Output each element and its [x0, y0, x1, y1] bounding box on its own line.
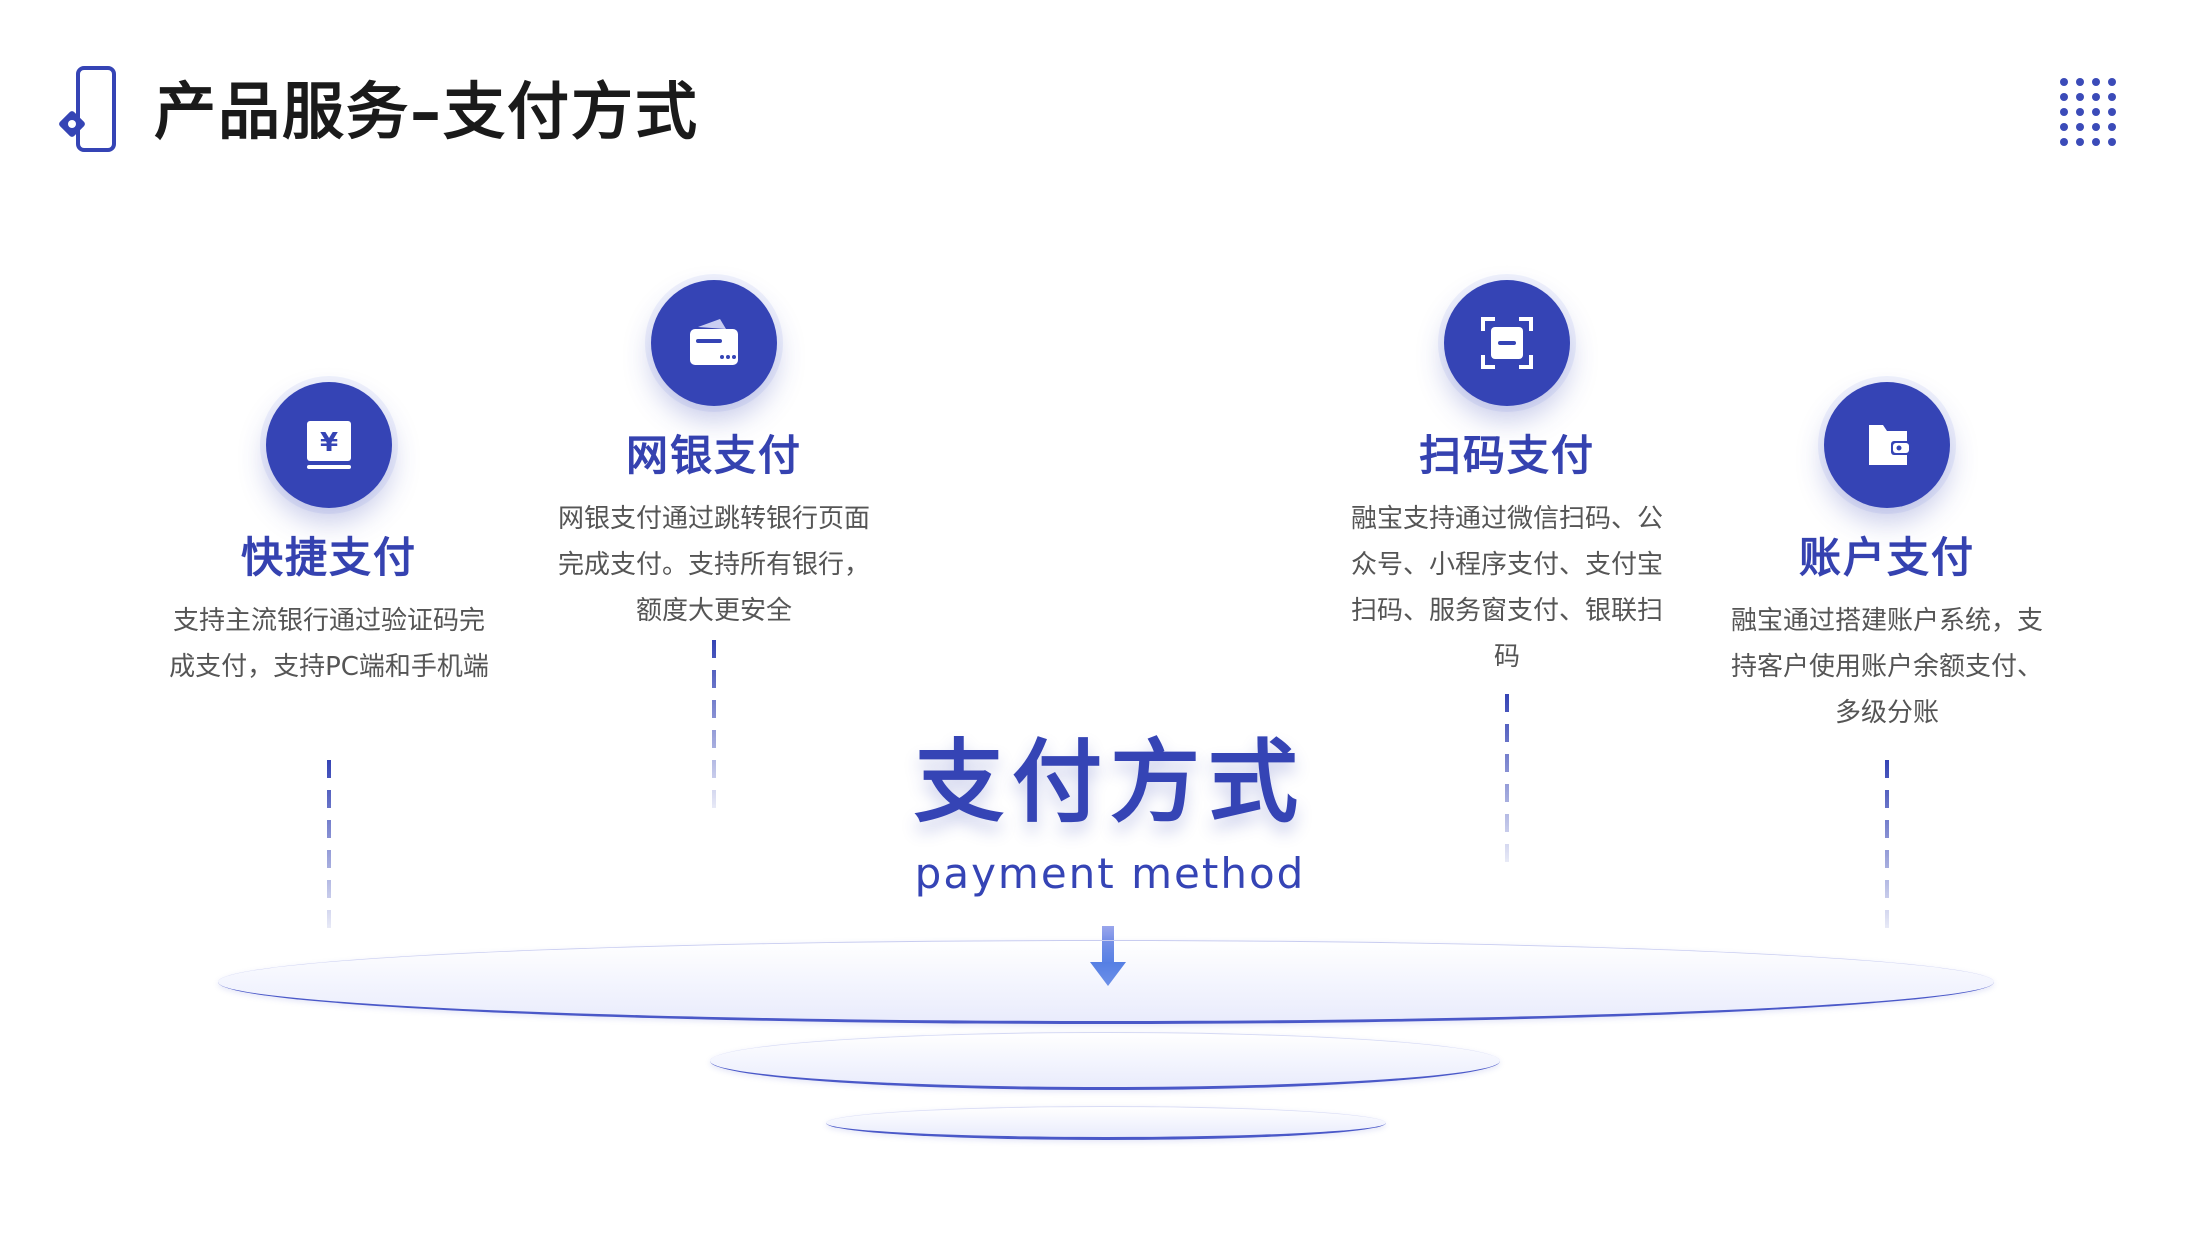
feature-icon-circle [1824, 382, 1950, 508]
feature-title: 快捷支付 [240, 533, 417, 582]
svg-text:¥: ¥ [320, 428, 338, 458]
center-subtitle: payment method [914, 849, 1306, 898]
center-title: 支付方式 [914, 730, 1306, 835]
feature-title: 账户支付 [1798, 533, 1975, 582]
yen-card-icon: ¥ [307, 421, 351, 469]
feature-description: 融宝通过搭建账户系统，支持客户使用账户余额支付、多级分账 [1730, 606, 2043, 728]
phone-pay-icon [59, 66, 116, 152]
feature-icon-circle [651, 280, 777, 406]
dots-grid-icon[interactable] [2060, 78, 2116, 146]
feature-description: 网银支付通过跳转银行页面完成支付。支持所有银行，额度大更安全 [557, 504, 870, 626]
dashed-connector [1505, 694, 1509, 874]
page-title: 产品服务–支付方式 [154, 75, 700, 148]
platform-ellipse-large [218, 940, 1994, 1024]
feature-card-online-banking: 网银支付 网银支付通过跳转银行页面完成支付。支持所有银行，额度大更安全 [534, 280, 894, 634]
dashed-connector [712, 640, 716, 820]
dashed-connector [1885, 760, 1889, 940]
scan-code-icon [1481, 317, 1533, 369]
wallet-icon [1869, 425, 1911, 465]
feature-description: 融宝支持通过微信扫码、公众号、小程序支付、支付宝扫码、服务窗支付、银联扫码 [1350, 504, 1663, 672]
feature-description: 支持主流银行通过验证码完成支付，支持PC端和手机端 [169, 606, 489, 682]
bank-card-icon [690, 319, 738, 365]
dashed-connector [327, 760, 331, 940]
feature-icon-circle: ¥ [266, 382, 392, 508]
platform-ellipse-small [826, 1106, 1386, 1140]
platform-ellipse-medium [710, 1032, 1500, 1090]
feature-card-scan-pay: 扫码支付 融宝支持通过微信扫码、公众号、小程序支付、支付宝扫码、服务窗支付、银联… [1327, 280, 1687, 680]
feature-title: 网银支付 [625, 431, 802, 480]
feature-card-account-pay: 账户支付 融宝通过搭建账户系统，支持客户使用账户余额支付、多级分账 [1707, 382, 2067, 736]
feature-card-quick-pay: ¥ 快捷支付 支持主流银行通过验证码完成支付，支持PC端和手机端 [149, 382, 509, 690]
feature-icon-circle [1444, 280, 1570, 406]
feature-title: 扫码支付 [1418, 431, 1595, 480]
